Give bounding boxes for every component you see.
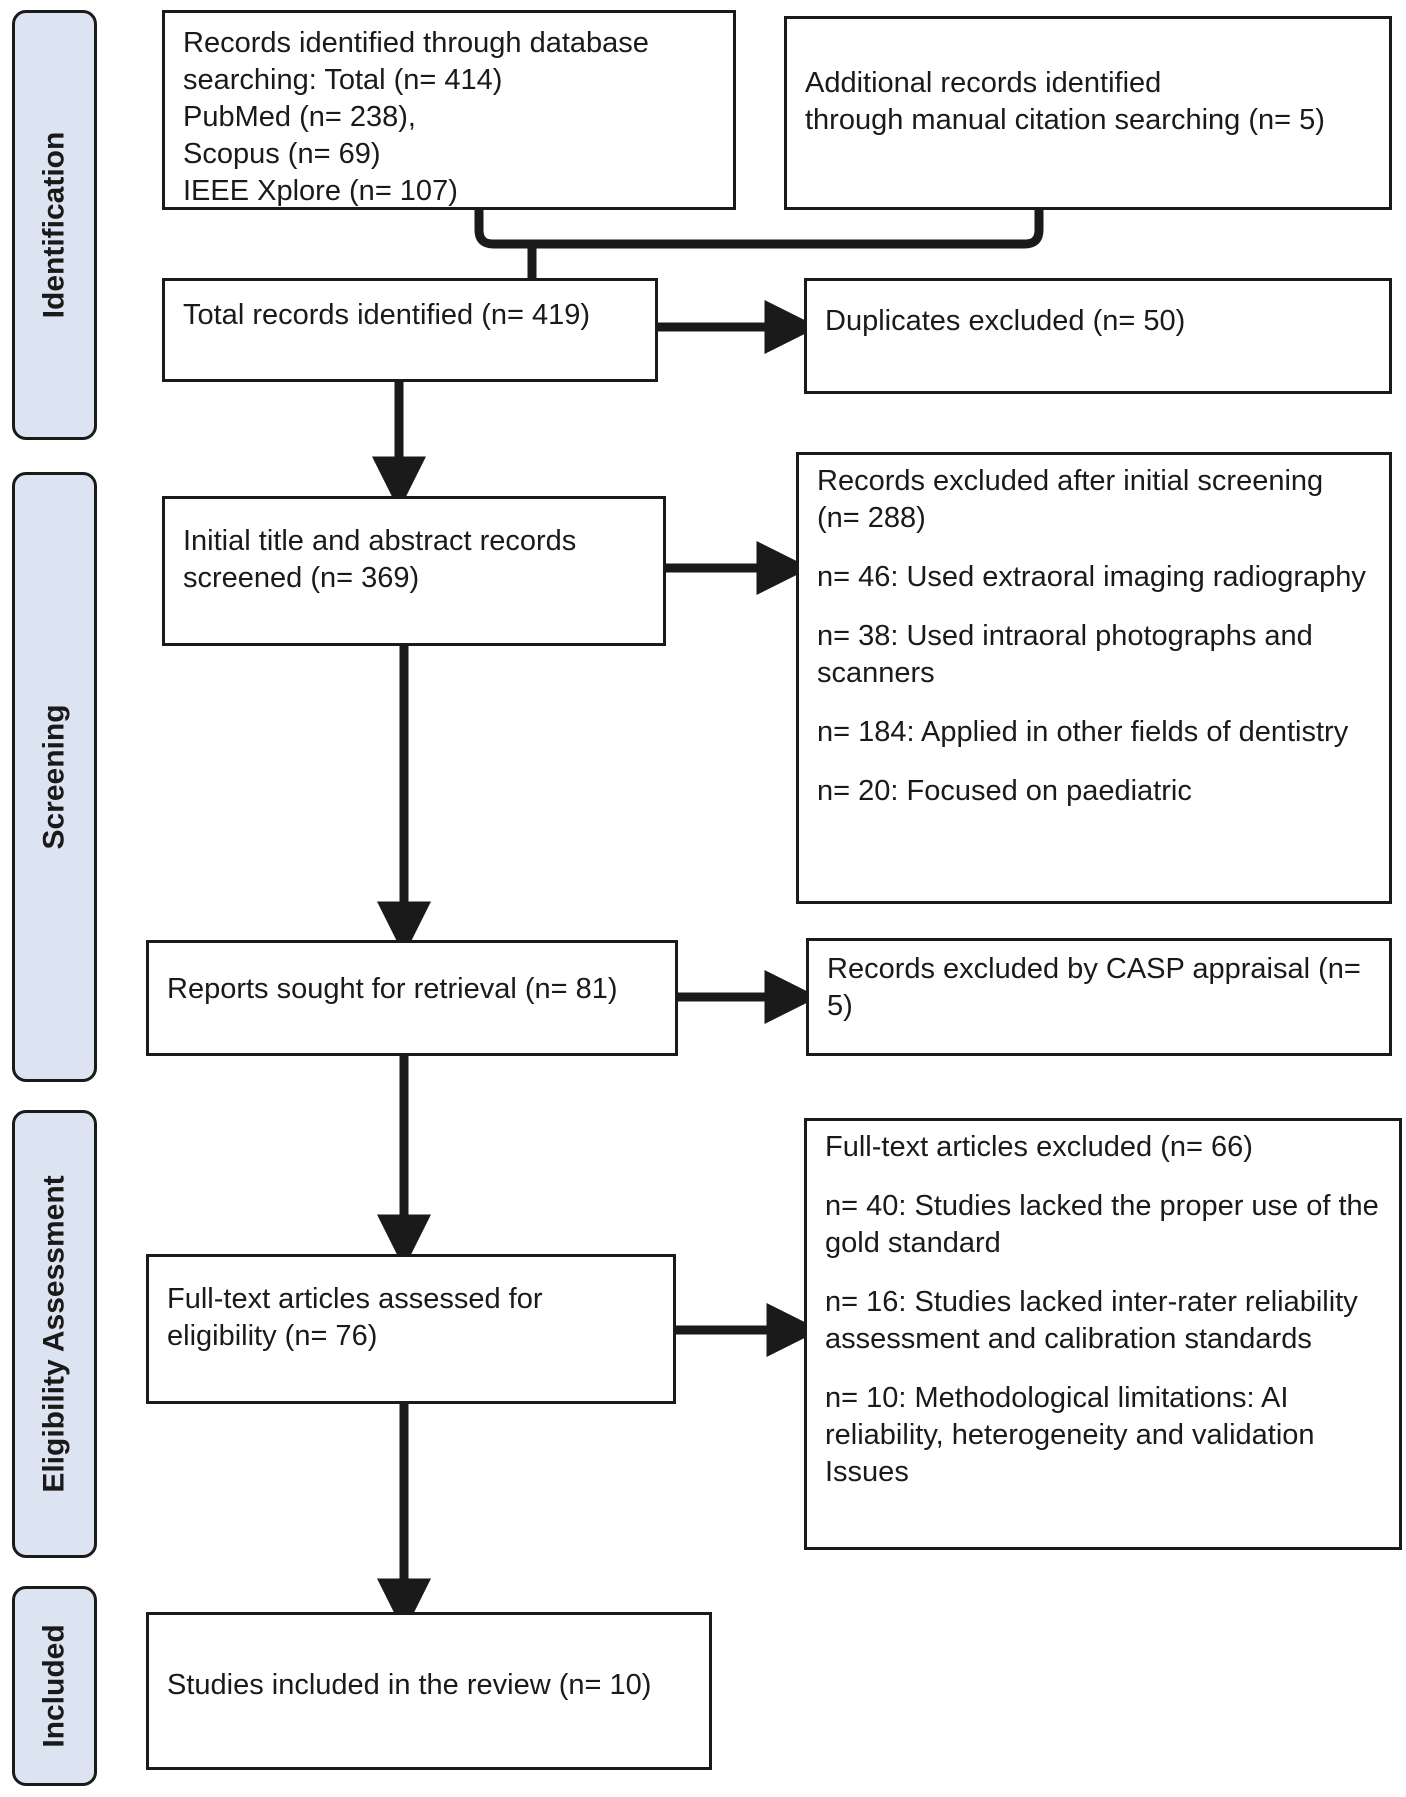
- fulltext-excluded-item-2: n= 16: Studies lacked inter-rater reliab…: [825, 1286, 1358, 1355]
- stage-label-identification: Identification: [37, 131, 71, 319]
- fulltext-excluded-item-3: n= 10: Methodological limitations: AI re…: [825, 1382, 1315, 1488]
- total-identified-box: Total records identified (n= 419): [162, 278, 658, 382]
- manual-search-line-2: through manual citation searching (n= 5): [805, 104, 1325, 136]
- manual-search-line-1: Additional records identified: [805, 67, 1162, 99]
- initial-screened-line-2: screened (n= 369): [183, 562, 420, 594]
- duplicates-excluded-box: Duplicates excluded (n= 50): [804, 278, 1392, 394]
- database-search-line-4: Scopus (n= 69): [183, 138, 381, 170]
- total-identified-text: Total records identified (n= 419): [183, 299, 591, 331]
- included-studies-box: Studies included in the review (n= 10): [146, 1612, 712, 1770]
- fulltext-excluded-box: Full-text articles excluded (n= 66) n= 4…: [804, 1118, 1402, 1550]
- casp-excluded-text: Records excluded by CASP appraisal (n= 5…: [827, 953, 1361, 1022]
- excluded-screening-box: Records excluded after initial screening…: [796, 452, 1392, 904]
- stage-label-included: Included: [37, 1624, 71, 1748]
- fulltext-excluded-item-1: n= 40: Studies lacked the proper use of …: [825, 1190, 1379, 1259]
- stage-screening: Screening: [12, 472, 97, 1082]
- fulltext-excluded-heading: Full-text articles excluded (n= 66): [825, 1131, 1253, 1163]
- merge-bracket-connector: [474, 210, 1044, 278]
- fulltext-assessed-line-1: Full-text articles assessed for: [167, 1283, 543, 1315]
- stage-included: Included: [12, 1586, 97, 1786]
- initial-screened-line-1: Initial title and abstract records: [183, 525, 577, 557]
- initial-screened-box: Initial title and abstract records scree…: [162, 496, 666, 646]
- included-studies-text: Studies included in the review (n= 10): [167, 1669, 652, 1701]
- excluded-screening-heading: Records excluded after initial screening…: [817, 465, 1324, 534]
- excluded-screening-item-3: n= 184: Applied in other fields of denti…: [817, 716, 1349, 748]
- fulltext-assessed-box: Full-text articles assessed for eligibil…: [146, 1254, 676, 1404]
- stage-eligibility: Eligibility Assessment: [12, 1110, 97, 1558]
- stage-identification: Identification: [12, 10, 97, 440]
- fulltext-assessed-line-2: eligibility (n= 76): [167, 1320, 378, 1352]
- excluded-screening-item-4: n= 20: Focused on paediatric: [817, 775, 1192, 807]
- duplicates-excluded-text: Duplicates excluded (n= 50): [825, 305, 1186, 337]
- database-search-line-3: PubMed (n= 238),: [183, 101, 416, 133]
- database-search-line-1: Records identified through database: [183, 27, 649, 59]
- excluded-screening-item-2: n= 38: Used intraoral photographs and sc…: [817, 620, 1313, 689]
- excluded-screening-item-1: n= 46: Used extraoral imaging radiograph…: [817, 561, 1366, 593]
- manual-search-box: Additional records identified through ma…: [784, 16, 1392, 210]
- database-search-line-5: IEEE Xplore (n= 107): [183, 175, 458, 207]
- database-search-box: Records identified through database sear…: [162, 10, 736, 210]
- sought-retrieval-text: Reports sought for retrieval (n= 81): [167, 973, 618, 1005]
- sought-retrieval-box: Reports sought for retrieval (n= 81): [146, 940, 678, 1056]
- stage-label-eligibility: Eligibility Assessment: [37, 1175, 71, 1493]
- database-search-line-2: searching: Total (n= 414): [183, 64, 503, 96]
- casp-excluded-box: Records excluded by CASP appraisal (n= 5…: [806, 938, 1392, 1056]
- stage-label-screening: Screening: [37, 704, 71, 850]
